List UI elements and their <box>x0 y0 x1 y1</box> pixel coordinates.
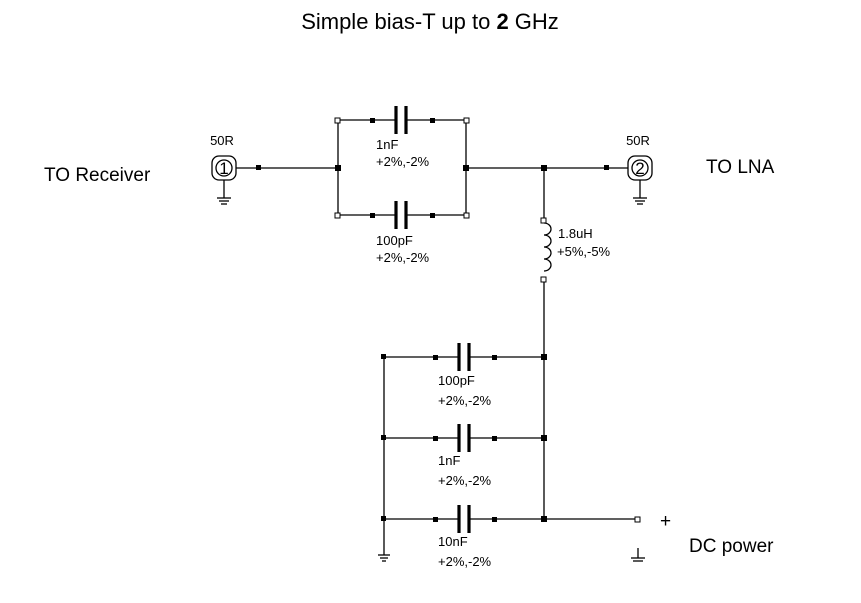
port-2-number: 2 <box>635 159 644 178</box>
dc-plus-sign: + <box>660 511 671 532</box>
port-2: 50R 2 <box>626 133 653 205</box>
dc-power-terminal <box>544 516 645 562</box>
ground-symbol <box>378 554 390 562</box>
cap-mid-value: 100pF <box>376 233 413 248</box>
port-1: 50R 1 <box>210 133 261 205</box>
port-2-circle <box>631 159 649 177</box>
capacitor-100pf-bottom <box>381 343 547 371</box>
capacitor-1nf-top <box>340 106 464 134</box>
cap-b3-value: 10nF <box>438 534 468 549</box>
cap-b2-value: 1nF <box>438 453 460 468</box>
port-2-impedance: 50R <box>626 133 650 148</box>
capacitor-1nf-bottom <box>381 424 547 452</box>
cap-b1-tolerance: +2%,-2% <box>438 393 492 408</box>
cap-b1-value: 100pF <box>438 373 475 388</box>
capacitor-10nf-bottom <box>381 505 547 533</box>
port-2-label: TO LNA <box>706 157 775 178</box>
dc-plus-pin <box>634 516 641 523</box>
port-1-number: 1 <box>219 159 228 178</box>
capacitor-100pf-top <box>340 201 464 229</box>
cap-top-tolerance: +2%,-2% <box>376 154 430 169</box>
decoupling-cap-bank: 100pF +2%,-2% 1nF +2%,-2% 10nF +2%,- <box>378 343 547 569</box>
node <box>256 165 261 170</box>
port-1-impedance: 50R <box>210 133 234 148</box>
diagram-title: Simple bias-T up to 2 GHz <box>301 9 559 34</box>
inductor-value: 1.8uH <box>558 226 593 241</box>
inductor-tolerance: +5%,-5% <box>557 244 611 259</box>
port-1-label: TO Receiver <box>44 165 151 186</box>
inductor <box>540 168 552 519</box>
cap-top-value: 1nF <box>376 137 398 152</box>
cap-b3-tolerance: +2%,-2% <box>438 554 492 569</box>
port-1-circle <box>215 159 233 177</box>
cap-mid-tolerance: +2%,-2% <box>376 250 430 265</box>
cap-b2-tolerance: +2%,-2% <box>438 473 492 488</box>
top-cap-block: 1nF +2%,-2% 100pF +2%,-2% <box>334 106 470 265</box>
dc-power-label: DC power <box>689 536 774 557</box>
